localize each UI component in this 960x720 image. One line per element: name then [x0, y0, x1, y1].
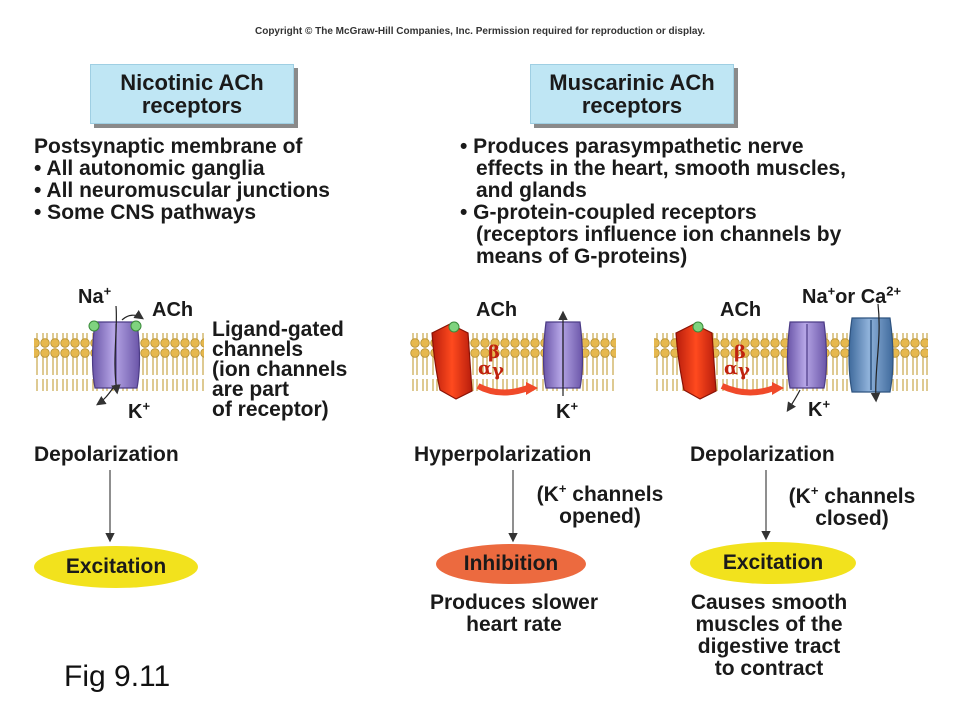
muscarinic-left-channel: [542, 310, 584, 396]
muscarinic-desc-line: and glands: [476, 179, 587, 202]
muscarinic-header: Muscarinic ACh receptors: [530, 64, 734, 124]
ion-symbol: Na: [78, 286, 104, 308]
ligand-gated-note-line: Ligand-gated: [212, 318, 344, 341]
g-protein-left: β α γ: [478, 342, 508, 382]
nicotinic-k-label: K+: [128, 399, 150, 423]
muscarinic-header-line-2: receptors: [581, 93, 683, 118]
result-line: heart rate: [466, 613, 562, 636]
muscarinic-right-ach-label: ACh: [720, 299, 762, 321]
nicotinic-desc-line: • Some CNS pathways: [34, 201, 257, 224]
nicotinic-channel: [88, 305, 144, 406]
note-line: (K+ channels: [788, 483, 916, 508]
figure-label: Fig 9.11: [64, 660, 171, 693]
nicotinic-description: Postsynaptic membrane of • All autonomic…: [34, 136, 330, 224]
muscarinic-right-k-label: K+: [808, 397, 830, 421]
muscarinic-right-na-ca-channel: [848, 303, 894, 403]
ligand-gated-note-line: (ion channels: [212, 358, 348, 381]
muscarinic-desc-line: (receptors influence ion channels by: [476, 223, 842, 246]
nicotinic-na-label: Na+: [78, 284, 111, 308]
nicotinic-header-line-1: Nicotinic ACh: [120, 70, 264, 95]
muscarinic-left-k-label: K+: [556, 399, 578, 423]
muscarinic-desc-line: • G-protein-coupled receptors: [460, 201, 757, 224]
g-protein-right: β α γ: [724, 342, 754, 382]
gamma-label: γ: [492, 360, 504, 381]
ion-symbol: Na: [802, 286, 828, 308]
muscarinic-right-na-ca-label: Na+or Ca2+: [802, 284, 901, 308]
ion-charge: +: [103, 283, 112, 299]
muscarinic-desc-line: means of G-proteins): [476, 245, 688, 268]
muscarinic-desc-line: • Produces parasympathetic nerve: [460, 135, 804, 158]
alpha-label: α: [724, 358, 738, 379]
muscarinic-right-note: (K+ channels closed): [772, 483, 932, 530]
result-line: muscles of the: [695, 613, 843, 636]
muscarinic-desc-line: effects in the heart, smooth muscles,: [476, 157, 846, 180]
muscarinic-header-line-1: Muscarinic ACh: [549, 70, 715, 95]
muscarinic-left-receptor: [431, 321, 538, 400]
result-line: digestive tract: [697, 635, 841, 658]
muscarinic-left-ach-label: ACh: [476, 299, 518, 321]
nicotinic-header-line-2: receptors: [141, 93, 243, 118]
beta-label: β: [488, 342, 500, 363]
result-line: Causes smooth: [690, 591, 848, 614]
ion-charge: +: [570, 398, 579, 414]
nicotinic-effect: Depolarization: [34, 443, 179, 466]
ion-charge: +: [142, 398, 151, 414]
note-line: closed): [815, 507, 889, 530]
muscarinic-right-result: Causes smooth muscles of the digestive t…: [664, 592, 874, 680]
nicotinic-desc-line: Postsynaptic membrane of: [34, 135, 303, 158]
nicotinic-ach-label: ACh: [152, 299, 194, 321]
ion-symbol: K: [808, 399, 823, 421]
muscarinic-right-effect: Depolarization: [690, 443, 835, 466]
alpha-label: α: [478, 358, 492, 379]
muscarinic-right-receptor: [675, 321, 784, 400]
result-line: to contract: [714, 657, 824, 680]
ligand-gated-note: Ligand-gated channels (ion channels are …: [212, 318, 348, 421]
muscarinic-description: • Produces parasympathetic nerve effects…: [460, 136, 846, 268]
ion-charge: +: [822, 396, 831, 412]
ion-charge-alt: 2+: [886, 283, 902, 299]
ligand-gated-note-line: are part: [212, 378, 290, 401]
ion-symbol: K: [556, 401, 571, 423]
nicotinic-desc-line: • All autonomic ganglia: [34, 157, 265, 180]
ligand-gated-note-line: channels: [212, 338, 304, 361]
nicotinic-header: Nicotinic ACh receptors: [90, 64, 294, 124]
muscarinic-left-outcome-inhibition: Inhibition: [436, 544, 586, 584]
copyright-notice: Copyright © The McGraw-Hill Companies, I…: [254, 26, 706, 37]
note-line: (K+ channels: [536, 481, 664, 506]
result-line: Produces slower: [429, 591, 599, 614]
muscarinic-right-k-channel: [786, 321, 828, 412]
nicotinic-outcome-excitation: Excitation: [34, 546, 198, 588]
gamma-label: γ: [738, 360, 750, 381]
ion-symbol: K: [128, 401, 143, 423]
beta-label: β: [734, 342, 746, 363]
muscarinic-left-effect: Hyperpolarization: [414, 443, 592, 466]
nicotinic-desc-line: • All neuromuscular junctions: [34, 179, 330, 202]
ion-symbol-alt: or Ca: [835, 286, 887, 308]
muscarinic-left-result: Produces slower heart rate: [404, 592, 624, 636]
muscarinic-left-note: (K+ channels opened): [520, 481, 680, 528]
ion-charge: +: [827, 283, 836, 299]
muscarinic-right-outcome-excitation: Excitation: [690, 542, 856, 584]
ligand-gated-note-line: of receptor): [212, 398, 329, 421]
note-line: opened): [559, 505, 641, 528]
